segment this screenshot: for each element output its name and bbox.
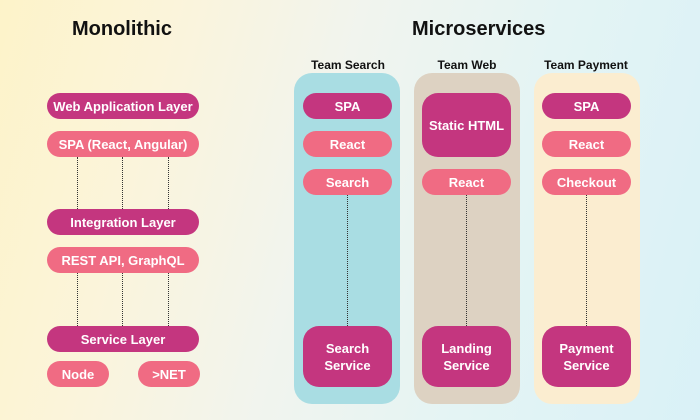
connector-line xyxy=(77,157,78,209)
spa-framework-node: SPA (React, Angular) xyxy=(47,131,199,157)
connector-line xyxy=(347,195,348,326)
service-layer-node: Service Layer xyxy=(47,326,199,352)
web-application-layer-node: Web Application Layer xyxy=(47,93,199,119)
node-runtime-node: Node xyxy=(47,361,109,387)
team-search-spa-node: SPA xyxy=(303,93,392,119)
team-payment-spa-node: SPA xyxy=(542,93,631,119)
team-search-title: Team Search xyxy=(311,58,385,72)
payment-service-label: Payment Service xyxy=(559,340,614,373)
connector-line xyxy=(168,273,169,326)
checkout-node: Checkout xyxy=(542,169,631,195)
rest-api-node: REST API, GraphQL xyxy=(47,247,199,273)
payment-service-node: Payment Service xyxy=(542,326,631,387)
connector-line xyxy=(586,195,587,326)
team-search-react-node: React xyxy=(303,131,392,157)
connector-line xyxy=(77,273,78,326)
team-web-title: Team Web xyxy=(437,58,497,72)
connector-line xyxy=(466,195,467,326)
team-search-search-node: Search xyxy=(303,169,392,195)
monolithic-title: Monolithic xyxy=(72,18,172,40)
landing-service-label: Landing Service xyxy=(441,340,492,373)
integration-layer-node: Integration Layer xyxy=(47,209,199,235)
team-payment-react-node: React xyxy=(542,131,631,157)
connector-line xyxy=(168,157,169,209)
static-html-node: Static HTML xyxy=(422,93,511,157)
net-runtime-node: >NET xyxy=(138,361,200,387)
connector-line xyxy=(122,273,123,326)
team-web-react-node: React xyxy=(422,169,511,195)
search-service-node: Search Service xyxy=(303,326,392,387)
connector-line xyxy=(122,157,123,209)
landing-service-node: Landing Service xyxy=(422,326,511,387)
search-service-label: Search Service xyxy=(324,340,371,373)
microservices-title: Microservices xyxy=(412,18,546,40)
team-payment-title: Team Payment xyxy=(544,58,628,72)
